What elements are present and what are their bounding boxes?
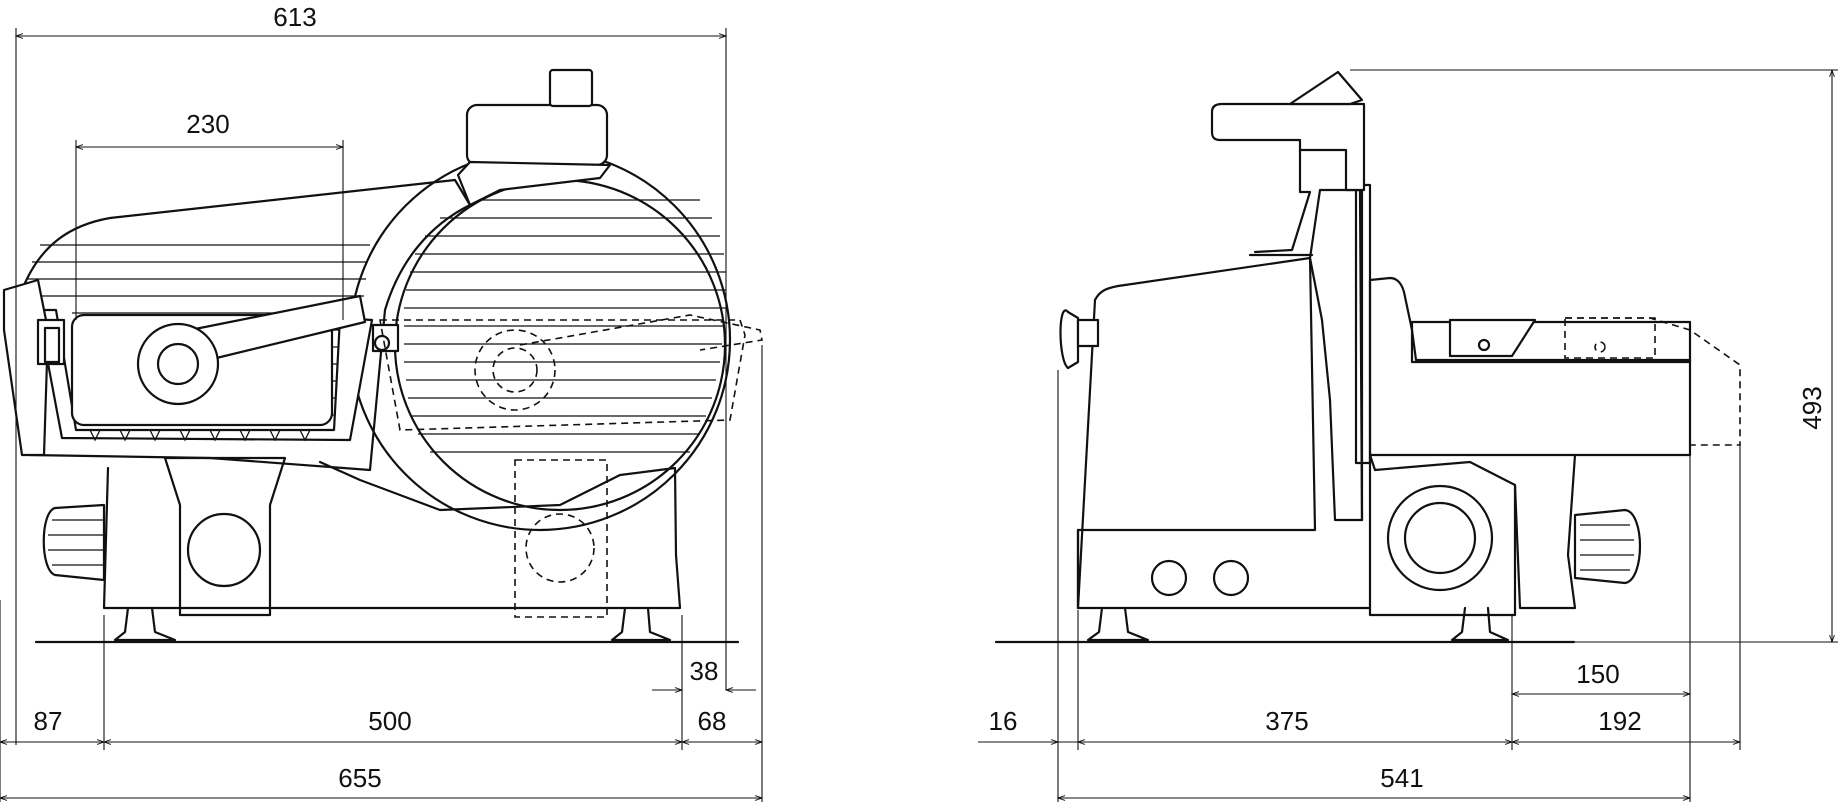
dim-500: 500 [368, 706, 411, 736]
front-foot-right [1450, 606, 1510, 642]
dim-38: 38 [690, 656, 719, 686]
dim-613: 613 [273, 2, 316, 32]
front-base-right [1513, 453, 1577, 610]
side-carriage-teeth [89, 429, 311, 442]
side-guard-lip [456, 160, 612, 207]
side-left-clamp-inner [43, 326, 61, 364]
front-neck [1253, 148, 1312, 254]
dim-655: 655 [338, 763, 381, 793]
dim-375: 375 [1265, 706, 1308, 736]
dim-87: 87 [34, 706, 63, 736]
front-view [994, 70, 1741, 644]
side-view [2, 68, 763, 644]
dim-150: 150 [1576, 659, 1619, 689]
dimension-labels: 613 230 38 87 500 68 655 493 16 375 150 … [34, 2, 1827, 793]
side-pusher-hub-inner [156, 342, 200, 386]
front-carriage-housing [1368, 276, 1692, 457]
dimension-lines [0, 28, 1838, 802]
side-knob [42, 503, 106, 582]
side-blade-guard [348, 148, 732, 532]
side-hidden-hub [474, 329, 556, 411]
side-foot-right [610, 606, 672, 642]
side-hidden-motor [525, 513, 595, 583]
dim-68: 68 [698, 706, 727, 736]
side-base [102, 460, 682, 610]
front-button-1 [1150, 559, 1188, 597]
side-hidden-arm [519, 314, 763, 351]
front-top-head [1210, 102, 1366, 192]
front-carriage-block [1448, 318, 1537, 358]
side-base-front [163, 456, 287, 617]
dim-541: 541 [1380, 763, 1423, 793]
side-ribs-blade [404, 199, 726, 453]
side-top-block [465, 103, 609, 167]
front-top-tab [1288, 70, 1364, 106]
front-motor-inner [1403, 501, 1477, 575]
side-arm-pin [373, 334, 391, 352]
side-hidden-hub-inner [492, 347, 538, 393]
dim-192: 192 [1598, 706, 1641, 736]
front-right-knob [1573, 508, 1641, 585]
front-hidden-carriage [1565, 317, 1741, 446]
dim-493: 493 [1797, 386, 1827, 429]
side-foot-left [113, 606, 177, 642]
side-left-grip [2, 278, 50, 457]
front-main-body [1076, 256, 1317, 610]
side-hidden-column [514, 459, 608, 618]
side-base-motor-circle [186, 512, 262, 588]
side-top-knob [548, 68, 594, 108]
front-foot-left [1086, 606, 1150, 642]
dim-16: 16 [989, 706, 1018, 736]
side-hidden-carriage [379, 319, 746, 431]
front-carriage-slide [1410, 320, 1692, 364]
front-button-2 [1212, 559, 1250, 597]
front-left-knob [1059, 309, 1080, 370]
side-blade-inner [393, 178, 727, 512]
front-blade-column [1308, 188, 1364, 522]
dim-230: 230 [186, 109, 229, 139]
front-motor-outer [1386, 484, 1494, 592]
front-hidden-block [1564, 317, 1656, 359]
